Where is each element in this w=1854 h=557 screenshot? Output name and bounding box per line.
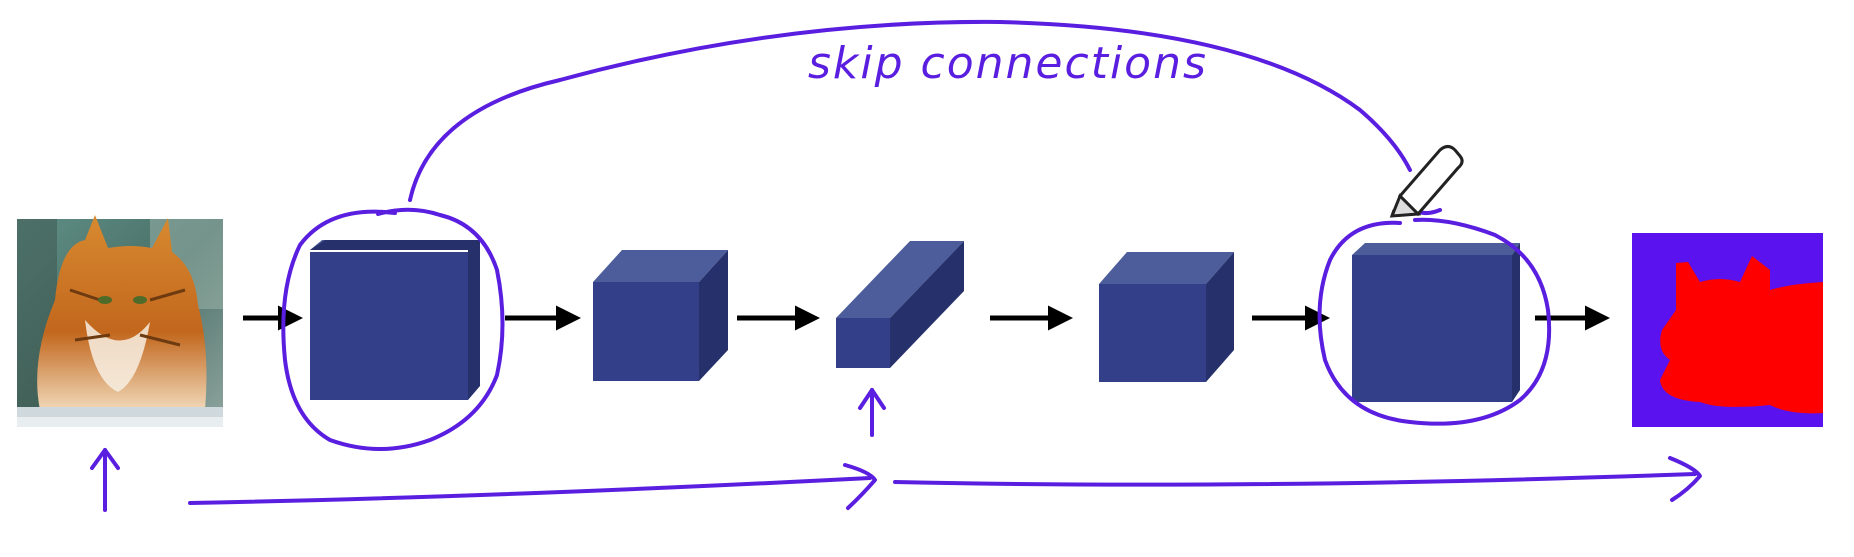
decoder-block-1 [1099, 252, 1234, 382]
bottleneck-block [836, 241, 964, 368]
encoder-block-2 [593, 250, 728, 381]
skip-connections-annotation: skip connections [90, 19, 1702, 512]
decoder-block-2 [1352, 243, 1520, 402]
pen-cursor-icon [1389, 145, 1464, 218]
input-cat-image [17, 215, 223, 427]
skip-connections-label: skip connections [808, 38, 1208, 89]
encoder-block-1 [310, 240, 480, 400]
segmentation-mask-output [1632, 233, 1823, 427]
